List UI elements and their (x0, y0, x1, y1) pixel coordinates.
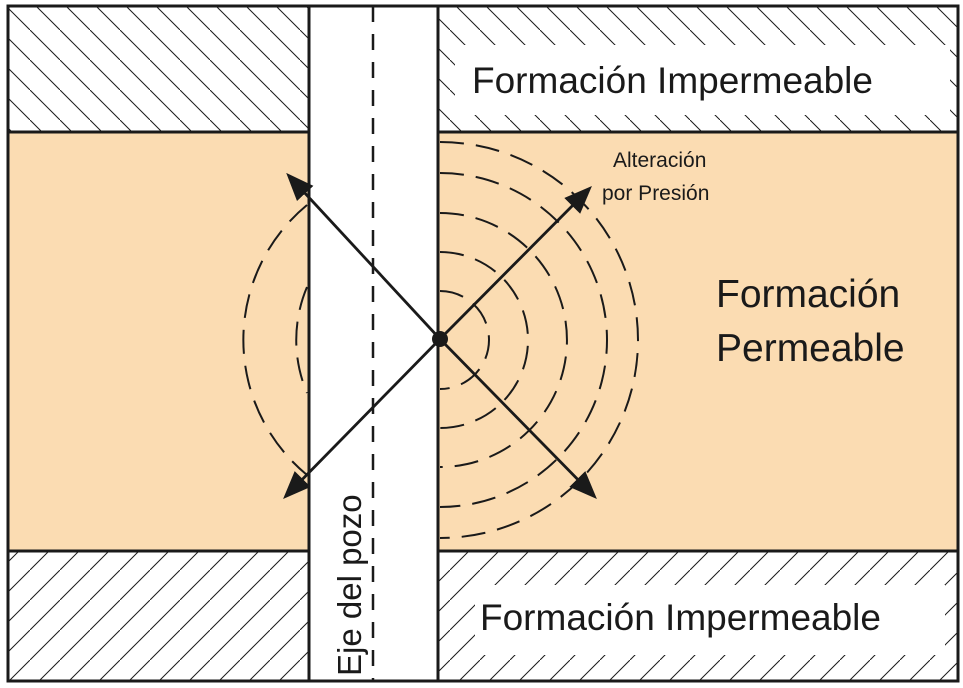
arrow-upper-right (439, 186, 592, 340)
figure-frame (6, 4, 960, 683)
arrow-upper-left (286, 172, 442, 340)
pressure-label-line2: por Presión (602, 182, 709, 205)
permeable-label-line2: Permeable (716, 327, 905, 370)
pressure-source-point (432, 331, 448, 347)
bottom-formation-label: Formación Impermeable (480, 597, 881, 638)
pressure-arcs (439, 141, 639, 539)
top-formation-label: Formación Impermeable (472, 60, 873, 101)
permeable-layer (8, 132, 958, 551)
arrow-lower-left (283, 338, 441, 499)
pressure-arcs-left (242, 204, 308, 476)
permeable-label-line1: Formación (716, 273, 900, 316)
pressure-label-line1: Alteración (613, 149, 706, 172)
pressure-arrows (283, 172, 597, 499)
well-axis-label: Eje del pozo (331, 494, 368, 676)
arrow-lower-right (439, 338, 597, 499)
